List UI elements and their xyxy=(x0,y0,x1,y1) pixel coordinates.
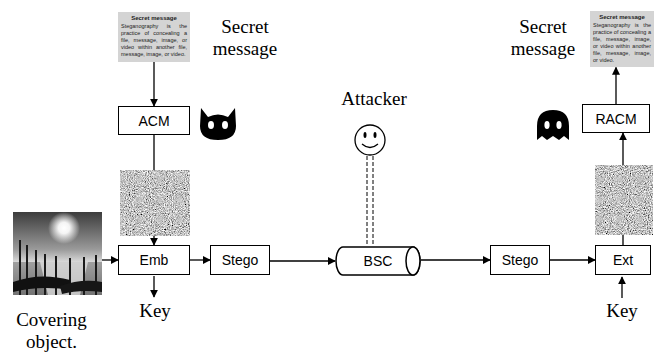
secret-message-label: Secret message xyxy=(200,16,290,60)
cat-icon xyxy=(200,108,236,140)
document-body: Steganography is the practice of conceal… xyxy=(121,23,187,57)
document-title: Secret message xyxy=(121,15,187,22)
flow-arrow xyxy=(270,260,335,261)
message-document: Secret messageSteganography is the pract… xyxy=(118,12,190,62)
secret-message-label: Secret message xyxy=(498,16,588,60)
node-label: Stego xyxy=(502,252,539,268)
flow-arrow xyxy=(615,67,616,104)
process-box: Emb xyxy=(118,245,190,275)
cover-object: Covering object. xyxy=(13,212,102,295)
photo-gondola xyxy=(60,281,102,294)
node-label: RACM xyxy=(595,111,636,127)
node-label: Emb xyxy=(140,252,169,268)
cylinder-body xyxy=(336,247,420,275)
photo-sun xyxy=(48,212,80,244)
document-title: Secret message xyxy=(593,14,651,21)
node-label: ACM xyxy=(138,113,169,129)
node-caption: Covering object. xyxy=(1,309,102,353)
process-box: RACM xyxy=(582,104,650,133)
scrambled-image xyxy=(120,170,190,236)
key-label: Key xyxy=(597,300,647,322)
key-label: Key xyxy=(130,300,180,322)
flow-arrow xyxy=(550,259,595,260)
node-label: Ext xyxy=(613,252,633,268)
ghost-icon xyxy=(537,110,569,140)
attacker-label: Attacker xyxy=(329,88,419,110)
process-box: Stego xyxy=(210,245,270,275)
flow-arrow xyxy=(102,259,118,260)
flow-arrow xyxy=(153,62,154,106)
attacker-smiley xyxy=(355,125,385,155)
process-box: Ext xyxy=(595,245,651,275)
photo-sky xyxy=(13,212,102,295)
key-arrow xyxy=(621,277,622,298)
document-body: Steganography is the practice of conceal… xyxy=(593,22,651,63)
flow-arrow xyxy=(421,259,490,260)
flow-arrow xyxy=(190,259,210,260)
wiretap-line xyxy=(367,156,373,246)
node-label: BSC xyxy=(364,253,393,269)
cylinder-cap xyxy=(406,247,420,275)
key-arrow xyxy=(153,276,154,297)
cover-photo xyxy=(13,212,102,295)
channel-cylinder: BSC xyxy=(335,246,421,276)
message-document: Secret messageSteganography is the pract… xyxy=(590,11,654,67)
node-label: Stego xyxy=(222,252,259,268)
scrambled-image xyxy=(595,165,653,235)
process-box: Stego xyxy=(490,245,550,275)
process-box: ACM xyxy=(118,106,190,135)
